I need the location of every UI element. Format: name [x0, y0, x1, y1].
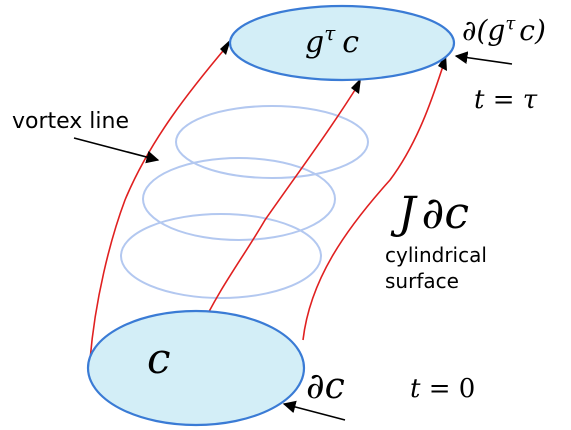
time-top-label: t = τ: [474, 85, 538, 115]
top-region-ellipse: [228, 4, 456, 82]
time-bottom-label: t = 0: [410, 374, 475, 404]
surface-symbol-label: J∂c: [390, 188, 469, 239]
flow-line-middle-arrowhead: [351, 78, 361, 94]
intermediate-section-1: [175, 105, 369, 179]
bottom-boundary-pointer: [282, 400, 346, 421]
flow-line-left-arrowhead: [220, 39, 231, 55]
flow-line-right: [302, 59, 446, 341]
flow-line-left: [89, 44, 229, 361]
intermediate-section-3: [120, 213, 322, 299]
surface-desc-line1: cylindrical: [385, 243, 487, 267]
bottom-boundary-label: ∂c: [306, 366, 345, 407]
intermediate-section-2: [142, 157, 336, 241]
surface-desc-line2: surface: [385, 269, 459, 293]
vortex-line-label: vortex line: [12, 109, 129, 134]
bottom-region-label: c: [147, 334, 171, 383]
bottom-region-ellipse: [86, 309, 306, 427]
top-boundary-pointer: [454, 51, 513, 65]
vortex-line-pointer: [73, 137, 160, 164]
